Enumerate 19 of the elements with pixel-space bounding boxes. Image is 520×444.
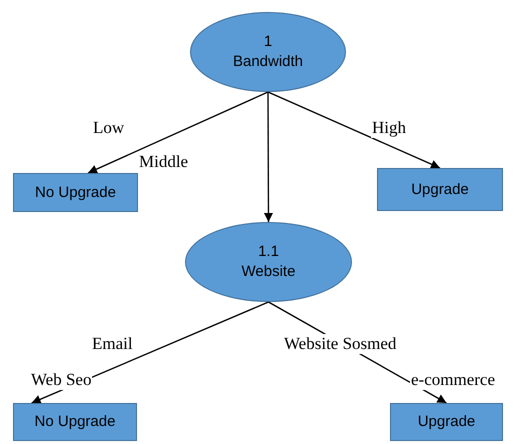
edge-label: High: [371, 118, 407, 138]
node-label: Upgrade: [418, 412, 476, 432]
outcome-box: [13, 173, 138, 212]
node-label: Upgrade: [411, 180, 469, 200]
node-label: No Upgrade: [35, 182, 116, 202]
arrow: [88, 91, 268, 174]
branch-label: Web Seo: [30, 370, 92, 390]
outcome-box: [13, 403, 137, 441]
arrow: [268, 91, 440, 169]
outcome-box: [377, 168, 503, 211]
arrow: [31, 301, 269, 404]
node-number: 1: [264, 32, 272, 52]
edge-label: Website Sosmed: [283, 334, 398, 354]
node-label: No Upgrade: [34, 412, 116, 432]
outcome-box: [390, 403, 503, 441]
node-number: 1.1: [258, 242, 279, 262]
node-label: Bandwidth: [232, 52, 304, 72]
node-label: Website: [242, 262, 296, 282]
arrow: [264, 92, 274, 222]
